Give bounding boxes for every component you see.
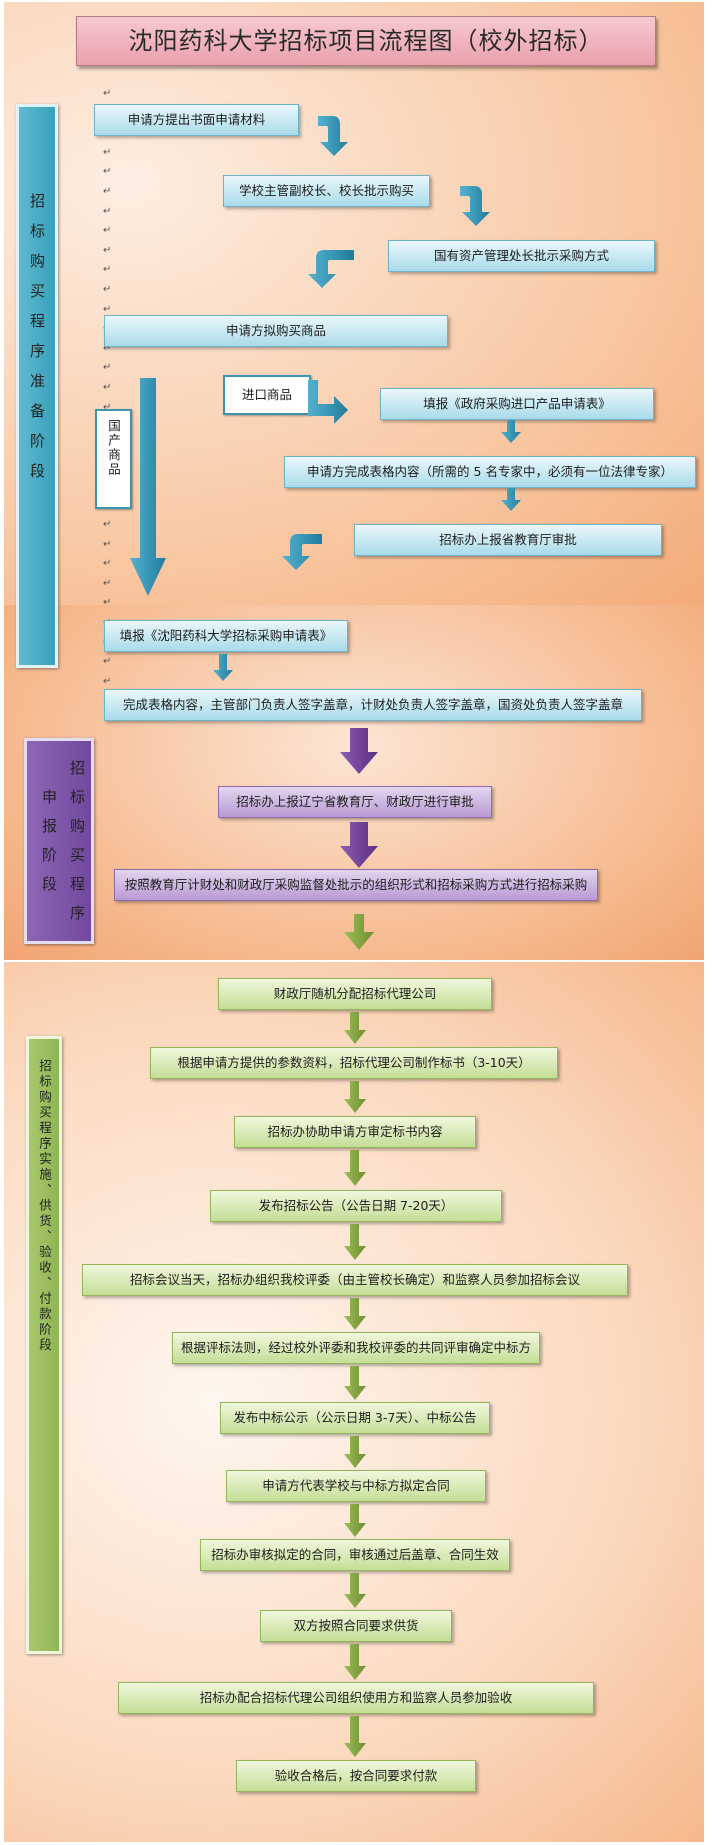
flowchart-title: 沈阳药科大学招标项目流程图（校外招标）	[76, 16, 656, 66]
impl-step-8: 申请方代表学校与中标方拟定合同	[226, 1470, 486, 1502]
impl-down-arrows	[344, 1012, 366, 1757]
stage-label-apply: 招标购买程序申报阶段	[24, 738, 94, 944]
prep-step-2: 学校主管副校长、校长批示购买	[223, 175, 430, 207]
import-down-arrow-2	[501, 488, 521, 511]
impl-step-7: 发布中标公示（公示日期 3-7天）、中标公告	[220, 1402, 490, 1434]
bent-arrow-2	[460, 186, 490, 226]
prep-step-1: 申请方提出书面申请材料	[94, 104, 299, 136]
apply-step-4: 按照教育厅计财处和财政厅采购监督处批示的组织形式和招标采购方式进行招标采购	[114, 869, 598, 901]
domestic-goods-label: 国产商品	[95, 409, 132, 509]
impl-step-9: 招标办审核拟定的合同，审核通过后盖章、合同生效	[200, 1539, 510, 1571]
import-arrow	[308, 380, 348, 424]
prep-step-4: 申请方拟购买商品	[104, 315, 448, 347]
bent-arrow-3	[308, 250, 354, 288]
apply-step-2: 完成表格内容，主管部门负责人签字盖章，计财处负责人签字盖章，国资处负责人签字盖章	[104, 689, 642, 721]
apply-down-arrow-2	[340, 728, 378, 774]
impl-step-12: 验收合格后，按合同要求付款	[236, 1760, 476, 1792]
stage-label-prep: 招标购买程序准备阶段	[16, 104, 58, 668]
stage-label-impl: 招标购买程序实施、供货、验收、付款阶段	[26, 1036, 62, 1654]
prep-step-3: 国有资产管理处长批示采购方式	[388, 240, 655, 272]
apply-down-arrow-4	[344, 914, 374, 950]
import-goods-label: 进口商品	[223, 375, 311, 415]
impl-step-4: 发布招标公告（公告日期 7-20天）	[210, 1190, 502, 1222]
impl-step-11: 招标办配合招标代理公司组织使用方和监察人员参加验收	[118, 1682, 594, 1714]
domestic-long-arrow	[130, 378, 166, 596]
import-step-2: 申请方完成表格内容（所需的 5 名专家中，必须有一位法律专家）	[284, 456, 696, 488]
apply-step-1: 填报《沈阳药科大学招标采购申请表》	[104, 620, 348, 652]
impl-step-1: 财政厅随机分配招标代理公司	[218, 978, 492, 1010]
apply-down-arrow-1	[213, 654, 233, 681]
bent-arrow-1	[318, 116, 348, 156]
impl-step-3: 招标办协助申请方审定标书内容	[234, 1116, 476, 1148]
bent-arrow-4	[282, 534, 322, 570]
import-down-arrow-1	[501, 420, 521, 443]
impl-step-2: 根据申请方提供的参数资料，招标代理公司制作标书（3-10天）	[150, 1047, 558, 1079]
apply-down-arrow-3	[340, 822, 378, 868]
import-step-1: 填报《政府采购进口产品申请表》	[380, 388, 654, 420]
import-step-3: 招标办上报省教育厅审批	[354, 524, 662, 556]
impl-step-10: 双方按照合同要求供货	[260, 1610, 452, 1642]
apply-step-3: 招标办上报辽宁省教育厅、财政厅进行审批	[218, 786, 492, 818]
impl-step-5: 招标会议当天，招标办组织我校评委（由主管校长确定）和监察人员参加招标会议	[82, 1264, 628, 1296]
impl-step-6: 根据评标法则，经过校外评委和我校评委的共同评审确定中标方	[172, 1332, 540, 1364]
